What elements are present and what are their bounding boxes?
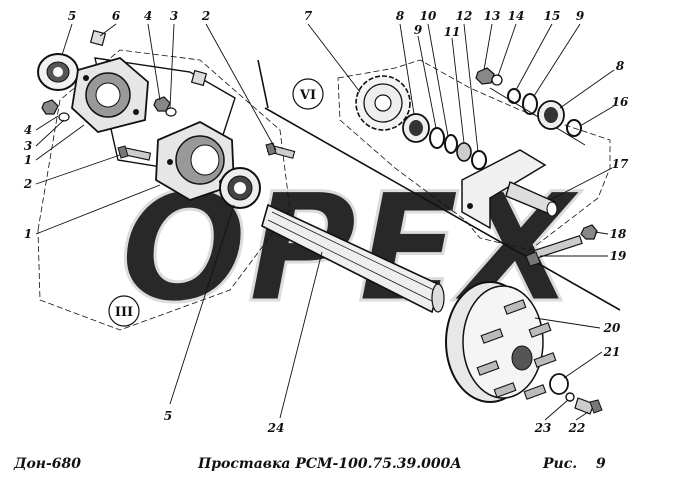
group-iii-outline	[37, 49, 291, 331]
callout-23: 23	[534, 421, 552, 435]
bolt-22	[574, 397, 603, 415]
splined-shaft-24	[261, 203, 445, 314]
bolt-19	[525, 235, 583, 267]
footer-title: Проставка РСМ-100.75.39.000А	[197, 456, 462, 472]
callout-15: 15	[544, 9, 561, 23]
callout-6: 6	[112, 9, 121, 23]
washer-3	[165, 107, 177, 117]
bracket	[461, 149, 547, 230]
ring-11	[456, 142, 472, 162]
callout-11: 11	[444, 25, 461, 39]
callout-2: 2	[201, 9, 210, 23]
callout-24: 24	[267, 421, 285, 435]
callout-2: 2	[23, 177, 32, 191]
leader-lines	[35, 23, 615, 421]
sprocket-7	[355, 75, 411, 131]
bearing-8	[402, 113, 430, 143]
callout-19: 19	[610, 249, 627, 263]
ring-12	[471, 150, 487, 170]
callout-14: 14	[508, 9, 525, 23]
washer-23	[565, 392, 575, 402]
washer-14	[491, 74, 503, 86]
callout-5: 5	[68, 9, 76, 23]
callout-9: 9	[576, 9, 585, 23]
flange-housing-upper	[71, 57, 149, 133]
callout-1: 1	[24, 227, 32, 241]
nut-18	[580, 224, 598, 240]
bolt-2	[265, 142, 296, 159]
circlip-9	[522, 93, 538, 115]
flange-housing-lower	[155, 120, 235, 201]
group-vi-outline	[337, 59, 611, 251]
callout-9: 9	[414, 23, 423, 37]
bearing-8-right	[537, 100, 565, 130]
nut-4	[41, 99, 59, 115]
callout-3: 3	[170, 9, 178, 23]
callout-3: 3	[24, 139, 32, 153]
group-vi-badge	[292, 78, 324, 110]
ring-15	[507, 88, 521, 104]
callout-21: 21	[603, 345, 621, 359]
callout-20: 20	[603, 321, 621, 335]
callout-8: 8	[396, 9, 405, 23]
group-iii-badge	[108, 295, 140, 327]
callout-10: 10	[420, 9, 437, 23]
callout-16: 16	[612, 95, 629, 109]
callout-22: 22	[568, 421, 586, 435]
footer-model: Дон-680	[13, 456, 81, 472]
callout-numbers: 5 6 4 3 2 7 8 10 9 11 12 13 14 15 9 8 16…	[23, 9, 629, 435]
guide-line	[264, 107, 621, 311]
callout-13: 13	[484, 9, 501, 23]
callout-12: 12	[456, 9, 473, 23]
washer-21	[549, 373, 569, 395]
bearing-5-upper	[37, 53, 79, 91]
seal-16	[566, 119, 582, 137]
nut-13	[475, 67, 495, 85]
callout-5: 5	[164, 409, 172, 423]
lock-plate-6	[89, 29, 107, 47]
washer-3	[58, 112, 70, 122]
footer: Дон-680 Проставка РСМ-100.75.39.000А Рис…	[13, 456, 606, 472]
callout-4: 4	[144, 9, 152, 23]
callout-7: 7	[304, 9, 313, 23]
ring-10	[444, 134, 458, 154]
guide-line	[257, 59, 269, 109]
lock-plate-6	[190, 69, 208, 87]
callout-8: 8	[616, 59, 625, 73]
callout-17: 17	[612, 157, 629, 171]
circlip-9	[429, 127, 445, 149]
group-vi-label: VI	[299, 88, 316, 103]
callout-18: 18	[610, 227, 627, 241]
bearing-5-lower	[219, 167, 261, 209]
footer-fig-label: Рис.	[542, 456, 577, 472]
bolt-2	[117, 145, 152, 161]
axle-17	[505, 181, 558, 217]
callout-1: 1	[24, 153, 32, 167]
callout-4: 4	[24, 123, 32, 137]
footer-fig-number: 9	[596, 456, 606, 472]
hub-20	[445, 281, 557, 403]
group-iii-label: III	[115, 305, 133, 320]
